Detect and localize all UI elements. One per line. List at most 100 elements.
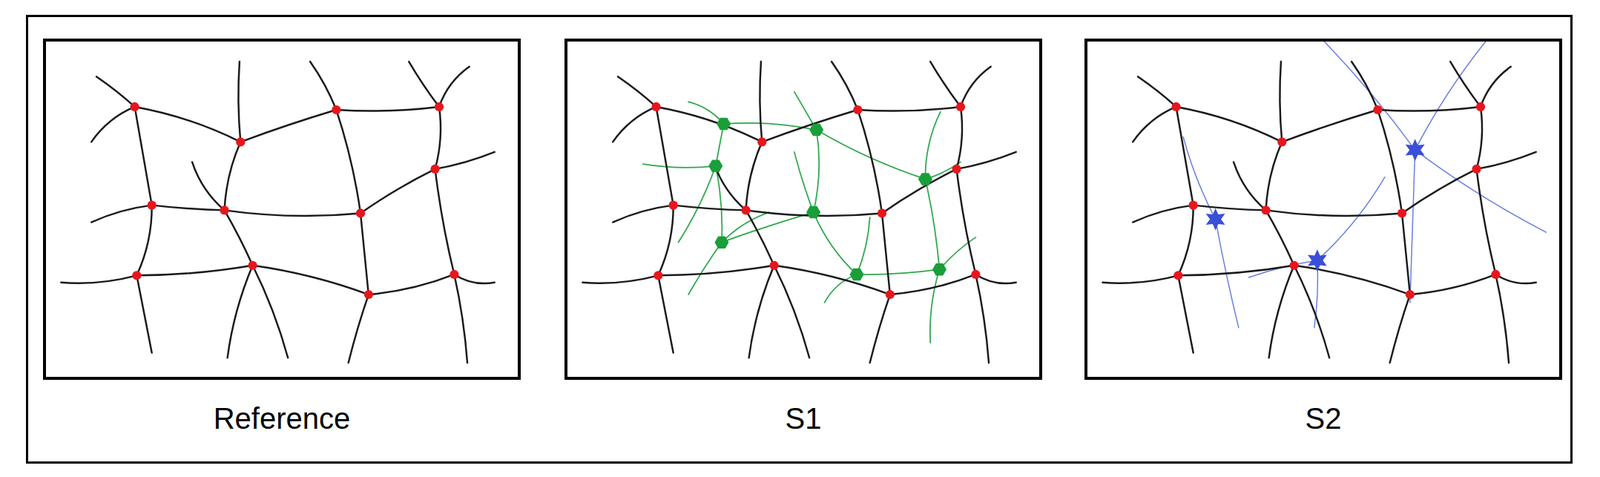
polymer-chain <box>136 205 152 276</box>
polymer-chain <box>1266 209 1402 216</box>
polymer-chain-end <box>435 152 495 170</box>
polymer-chain-end <box>870 294 891 363</box>
polymer-chain-end <box>91 106 135 142</box>
polymer-chain-end <box>1450 61 1481 107</box>
polymer-chain <box>1476 106 1483 170</box>
polymer-chain-end <box>1495 274 1536 284</box>
panel-label: S1 <box>564 400 1043 437</box>
polymer-chain-end <box>453 274 495 284</box>
polymer-chain <box>1377 109 1402 213</box>
green-chain <box>677 166 716 243</box>
polymer-chain <box>881 212 891 295</box>
star-crosslink <box>1206 208 1226 231</box>
polymer-chain-end <box>453 274 468 363</box>
polymer-chain <box>881 169 957 214</box>
crosslink-point <box>1189 200 1198 210</box>
crosslink-point <box>757 137 767 147</box>
polymer-chain <box>657 265 774 276</box>
polymer-chain <box>252 265 369 295</box>
polymer-chain <box>224 209 253 265</box>
polymer-chain <box>1193 205 1267 211</box>
crosslink-point <box>651 102 661 112</box>
network-panel: Reference <box>43 38 521 466</box>
polymer-chain <box>857 106 961 112</box>
polymer-chain <box>224 141 242 210</box>
blue-chain <box>1324 41 1415 150</box>
network-illustration <box>567 41 1040 377</box>
polymer-chain-end <box>1495 274 1509 363</box>
green-chain <box>688 242 722 295</box>
polymer-chain <box>360 169 436 214</box>
hexagon-crosslink <box>932 263 947 276</box>
polymer-chain <box>360 212 369 295</box>
green-chain <box>856 269 940 275</box>
panel-label: S2 <box>1084 400 1563 437</box>
polymer-chain <box>1266 141 1283 210</box>
polymer-chain-end <box>252 265 289 359</box>
polymer-chain-end <box>759 61 762 142</box>
polymer-chain-end <box>1351 61 1378 110</box>
crosslink-point <box>970 270 980 279</box>
panel-label: Reference <box>43 400 521 437</box>
polymer-chain-end <box>749 265 775 359</box>
green-chain <box>813 212 857 275</box>
green-chain <box>813 129 820 213</box>
crosslink-point <box>669 200 678 210</box>
hexagon-crosslink <box>809 123 824 137</box>
green-chain <box>715 123 724 167</box>
polymer-chain-end <box>617 76 657 107</box>
polymer-chain-end <box>1177 275 1193 353</box>
crosslink-point <box>1289 261 1299 271</box>
crosslink-point <box>1373 105 1382 115</box>
polymer-chain-end <box>975 274 1016 284</box>
crosslink-point <box>1173 270 1183 280</box>
crosslink-point <box>434 102 444 112</box>
polymer-chain <box>336 106 440 112</box>
polymer-chain-end <box>238 61 241 142</box>
crosslink-point <box>877 208 887 218</box>
crosslink-point <box>449 270 459 279</box>
polymer-chain <box>1401 212 1411 295</box>
polymer-chain-end <box>1269 265 1295 359</box>
polymer-chain-end <box>227 265 253 359</box>
polymer-chain-end <box>439 66 470 107</box>
crosslink-point <box>356 208 365 218</box>
polymer-chain <box>152 205 225 211</box>
crosslink-point <box>956 102 966 112</box>
polymer-chain-end <box>1480 66 1511 107</box>
green-chain <box>924 112 940 180</box>
polymer-chain-end <box>1390 294 1411 363</box>
polymer-chain-end <box>348 294 369 363</box>
crosslink-point <box>1277 137 1287 147</box>
hexagon-crosslink <box>850 268 865 282</box>
crosslink-point <box>132 270 141 280</box>
polymer-chain <box>240 109 337 142</box>
polymer-chain <box>435 106 441 170</box>
crosslink-point <box>1405 290 1415 299</box>
polymer-chain <box>1401 169 1477 214</box>
polymer-chain <box>761 109 858 142</box>
polymer-chain-end <box>975 274 989 363</box>
crosslink-point <box>1476 102 1486 112</box>
polymer-chain-end <box>1476 152 1537 170</box>
crosslink-point <box>1261 205 1270 215</box>
blue-chain <box>1415 41 1486 150</box>
polymer-chain <box>135 106 242 142</box>
panel-frame <box>564 38 1043 380</box>
polymer-chain-end <box>960 66 992 107</box>
crosslink-point <box>653 270 663 280</box>
polymer-chain-end <box>91 205 153 223</box>
network-illustration <box>1087 41 1560 377</box>
polymer-chain-end <box>831 61 858 110</box>
polymer-chain-end <box>1233 161 1266 210</box>
polymer-chain-end <box>96 76 136 107</box>
hexagon-crosslink <box>716 117 731 131</box>
green-chain <box>723 123 817 130</box>
crosslink-point <box>741 205 750 215</box>
polymer-chain <box>657 205 673 276</box>
polymer-chain <box>136 265 253 276</box>
polymer-chain <box>1410 274 1497 295</box>
polymer-chain-end <box>192 161 225 210</box>
polymer-chain-end <box>774 265 811 359</box>
polymer-chain <box>1476 169 1497 275</box>
